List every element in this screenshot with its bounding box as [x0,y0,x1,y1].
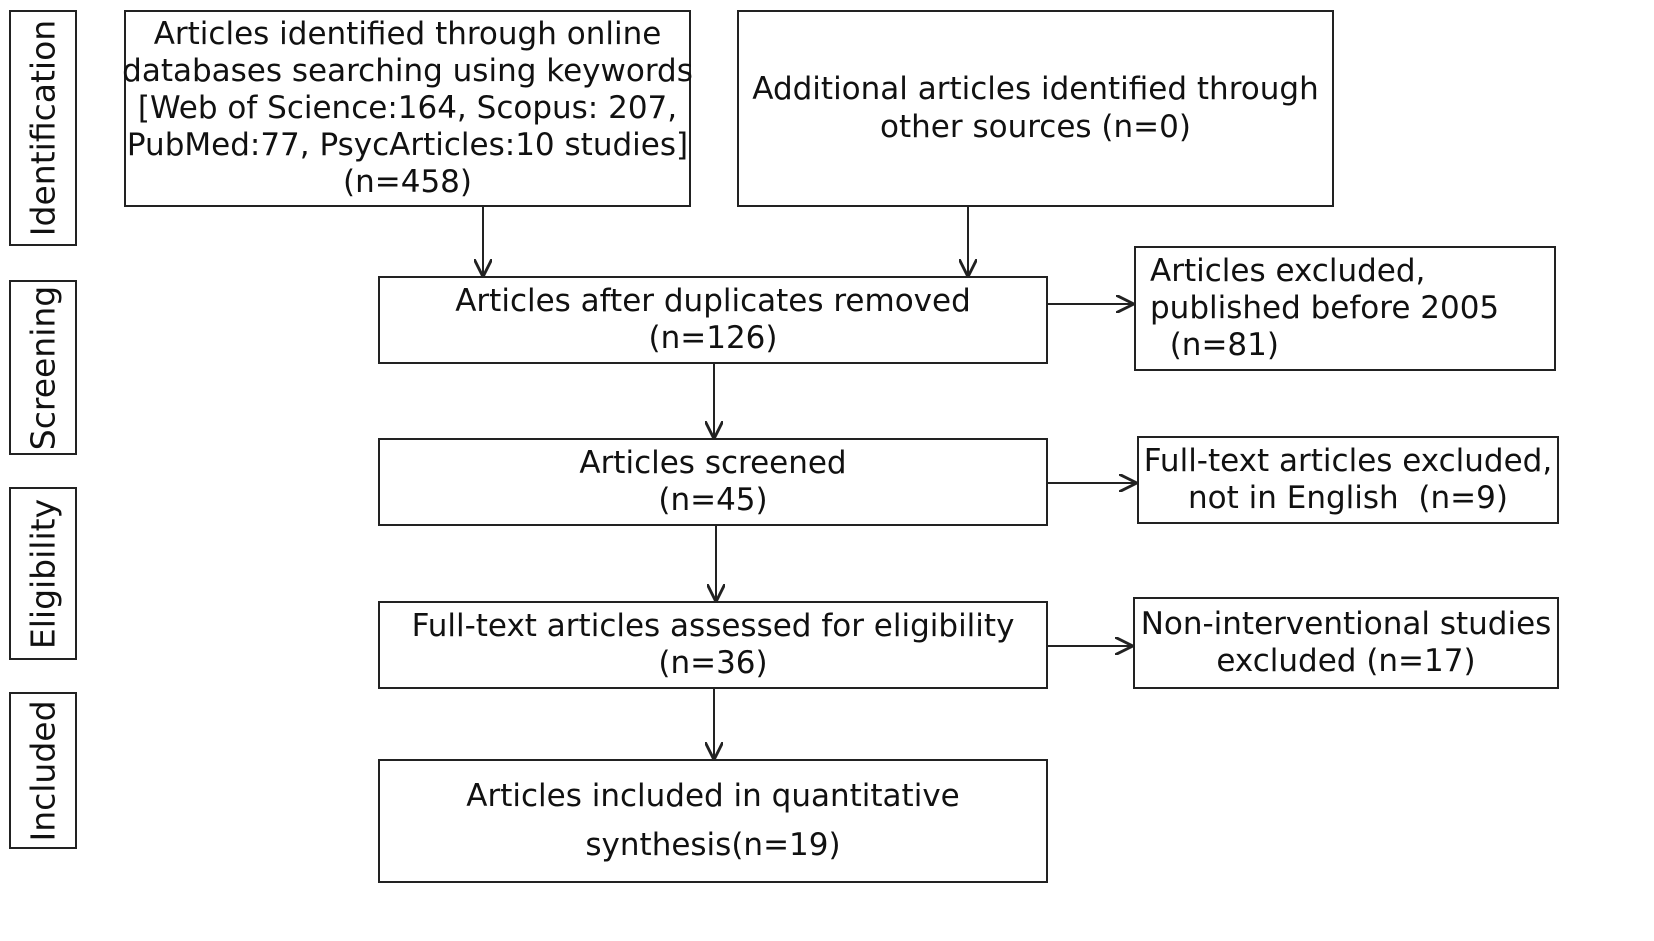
box-line: Articles identified through online [153,15,662,52]
box-line: (n=36) [658,645,768,681]
stage-eligibility-label: Eligibility [23,498,63,649]
box-line: (n=81) [1150,327,1279,364]
box-line: Full-text articles assessed for eligibil… [411,607,1015,644]
box-line: Articles included in quantitative [466,777,960,814]
stage-included: Included [9,692,77,849]
box-line: excluded (n=17) [1216,643,1476,679]
box-line: not in English (n=9) [1188,480,1508,516]
box-line: synthesis(n=19) [585,827,841,863]
box-line: [Web of Science:164, Scopus: 207, [137,89,678,126]
box-line: Full-text articles excluded, [1143,442,1553,479]
stage-screening: Screening [9,280,77,455]
box-identified-other: Additional articles identified through o… [737,10,1334,207]
stage-included-label: Included [23,699,63,842]
box-line: Additional articles identified through [752,71,1319,108]
box-line: Articles excluded, [1150,252,1426,289]
box-excluded-before-2005: Articles excluded, published before 2005… [1134,246,1556,371]
box-screened: Articles screened (n=45) [378,438,1048,526]
stage-identification-label: Identification [23,19,63,237]
box-line: other sources (n=0) [880,108,1191,145]
box-identified-databases: Articles identified through online datab… [122,10,693,207]
box-line: (n=126) [648,320,778,356]
box-line: databases searching using keywords [122,52,693,89]
box-line: (n=45) [658,482,768,518]
box-excluded-non-interventional: Non-interventional studies excluded (n=1… [1133,597,1559,689]
box-after-duplicates: Articles after duplicates removed (n=126… [378,276,1048,364]
box-assessed-eligibility: Full-text articles assessed for eligibil… [378,601,1048,689]
box-line: Articles screened [579,444,847,481]
stage-identification: Identification [9,10,77,246]
box-line: PubMed:77, PsycArticles:10 studies] [126,127,689,164]
stage-eligibility: Eligibility [9,487,77,660]
box-line: (n=458) [343,164,472,201]
box-included-quantitative: Articles included in quantitative synthe… [378,759,1048,883]
box-excluded-not-english: Full-text articles excluded, not in Engl… [1137,436,1559,524]
box-line: Articles after duplicates removed [455,282,971,319]
stage-screening-label: Screening [23,285,63,450]
box-line: Non-interventional studies [1140,605,1552,642]
box-line: published before 2005 [1150,289,1500,326]
